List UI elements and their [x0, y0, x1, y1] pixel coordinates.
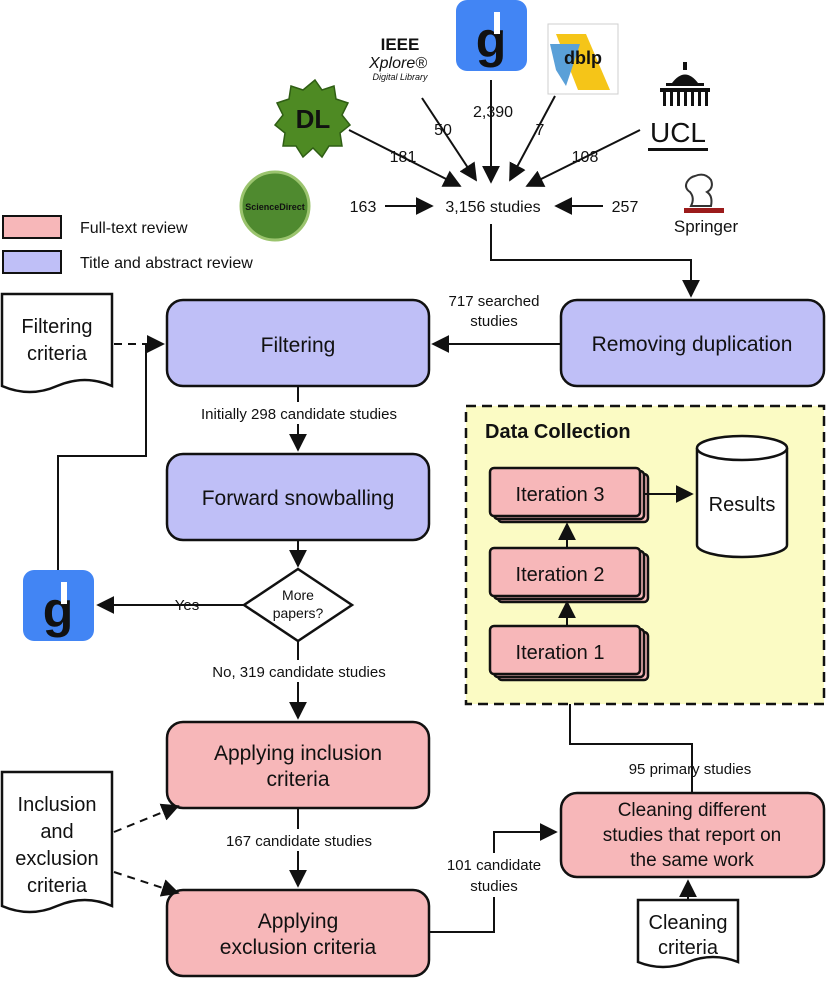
total-studies: 3,156 studies	[445, 199, 540, 216]
cleaning-line2: studies that report on	[603, 825, 782, 846]
dblp-count: 7	[536, 122, 545, 139]
no-319-label: No, 319 candidate studies	[212, 664, 385, 681]
acm-logo-text: DL	[296, 104, 331, 134]
filtering-criteria-line1: Filtering	[21, 316, 92, 338]
springer-count: 257	[612, 199, 639, 216]
arrow-loop-to-filtering	[57, 335, 165, 570]
candidate-167: 167 candidate studies	[226, 833, 372, 850]
ie-criteria-line4: criteria	[27, 875, 88, 897]
acm-dl-logo: DL	[273, 78, 352, 159]
iteration-1-label: Iteration 1	[516, 642, 605, 664]
data-collection-title: Data Collection	[485, 421, 631, 443]
arrow-dblp	[509, 95, 556, 182]
ucl-logo-text: UCL	[650, 117, 706, 148]
arrow-acm	[348, 129, 462, 187]
decision-line1: More	[282, 587, 314, 603]
cleaning-criteria-doc	[636, 898, 740, 969]
springer-logo-text: Springer	[674, 217, 739, 236]
ie-criteria-doc	[0, 770, 114, 914]
ieee-logo-line1: IEEE	[381, 35, 420, 54]
cleaning-line1: Cleaning different	[618, 800, 767, 821]
exclusion-box	[165, 888, 431, 978]
filtering-criteria-line2: criteria	[27, 343, 88, 365]
decision-line2: papers?	[273, 605, 324, 621]
ucl-logo: UCL	[648, 62, 710, 151]
searched-line1: 717 searched	[449, 293, 540, 310]
ieee-logo-line3: Digital Library	[372, 72, 428, 82]
arrow-ucl	[525, 129, 641, 187]
iteration-2-stack: Iteration 2	[488, 546, 650, 604]
google-scholar-top-icon: g	[456, 0, 527, 71]
iteration-2-label: Iteration 2	[516, 564, 605, 586]
sciencedirect-logo-text: ScienceDirect	[245, 202, 305, 212]
arrow-to-removing	[490, 224, 700, 298]
iteration-3-label: Iteration 3	[516, 484, 605, 506]
ie-criteria-line3: exclusion	[15, 848, 98, 870]
legend-fulltext-swatch	[2, 215, 62, 239]
primary-95: 95 primary studies	[629, 761, 752, 778]
arrow-ieee	[421, 97, 477, 182]
cleaning-criteria-line2: criteria	[658, 937, 719, 959]
initially-298: Initially 298 candidate studies	[201, 406, 397, 423]
cleaning-criteria-line1: Cleaning	[649, 912, 728, 934]
legend-abstract-swatch	[2, 250, 62, 274]
legend: Full-text review Title and abstract revi…	[2, 215, 253, 274]
results-database: Results	[695, 434, 789, 559]
removing-duplication-label: Removing duplication	[592, 333, 793, 356]
inclusion-line1: Applying inclusion	[214, 742, 382, 765]
arrow-cleaning-to-iteration1	[561, 678, 693, 793]
searched-line2: studies	[470, 313, 518, 330]
iteration-3-stack: Iteration 3	[488, 466, 650, 524]
sciencedirect-count: 163	[350, 199, 377, 216]
candidate-101-line1: 101 candidate	[447, 857, 541, 874]
scholar-count: 2,390	[473, 104, 513, 121]
arrow-ie-to-inclusion	[113, 803, 180, 833]
exclusion-line1: Applying	[258, 910, 339, 933]
filtering-criteria-doc	[0, 292, 114, 394]
legend-fulltext-label: Full-text review	[80, 220, 188, 237]
exclusion-line2: exclusion criteria	[220, 936, 377, 959]
ieee-xplore-logo: IEEE Xplore® Digital Library	[368, 35, 428, 82]
svg-text:g: g	[43, 582, 74, 638]
google-scholar-loop-icon: g	[23, 570, 94, 641]
legend-abstract-label: Title and abstract review	[80, 255, 253, 272]
cleaning-line3: the same work	[630, 850, 754, 871]
dblp-logo-text: dblp	[564, 48, 602, 68]
results-label: Results	[709, 494, 776, 516]
yes-label: Yes	[175, 597, 199, 614]
inclusion-line2: criteria	[266, 768, 329, 791]
dblp-logo: dblp	[547, 23, 619, 95]
ie-criteria-line2: and	[40, 821, 73, 843]
ie-criteria-line1: Inclusion	[18, 794, 97, 816]
iteration-1-stack: Iteration 1	[488, 624, 650, 682]
sciencedirect-logo: ScienceDirect	[239, 170, 311, 242]
snowballing-label: Forward snowballing	[202, 487, 395, 510]
svg-text:g: g	[476, 12, 507, 68]
inclusion-box	[165, 720, 431, 810]
springer-logo: Springer	[674, 173, 739, 236]
arrow-ie-to-exclusion	[113, 871, 180, 897]
filtering-label: Filtering	[261, 334, 336, 357]
candidate-101-line2: studies	[470, 878, 518, 895]
ieee-logo-line2: Xplore®	[368, 55, 427, 72]
